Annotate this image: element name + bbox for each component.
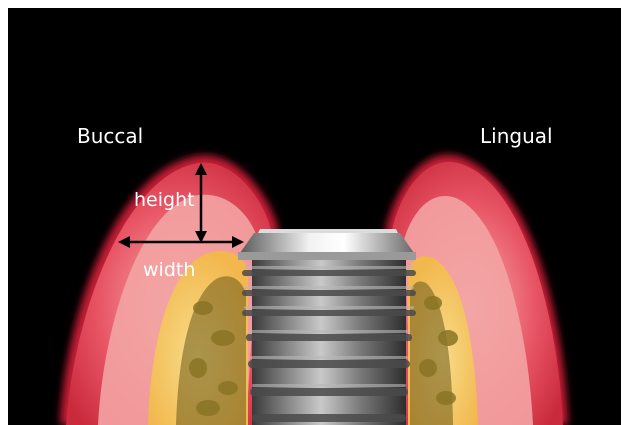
lingual-label: Lingual <box>480 126 553 146</box>
width-label: width <box>143 261 195 280</box>
diagram-canvas: Buccal Lingual height width <box>8 8 621 425</box>
buccal-label: Buccal <box>77 126 143 146</box>
dental-implant-icon <box>238 229 416 425</box>
height-label: height <box>134 191 195 210</box>
implant-cross-section <box>8 8 621 425</box>
